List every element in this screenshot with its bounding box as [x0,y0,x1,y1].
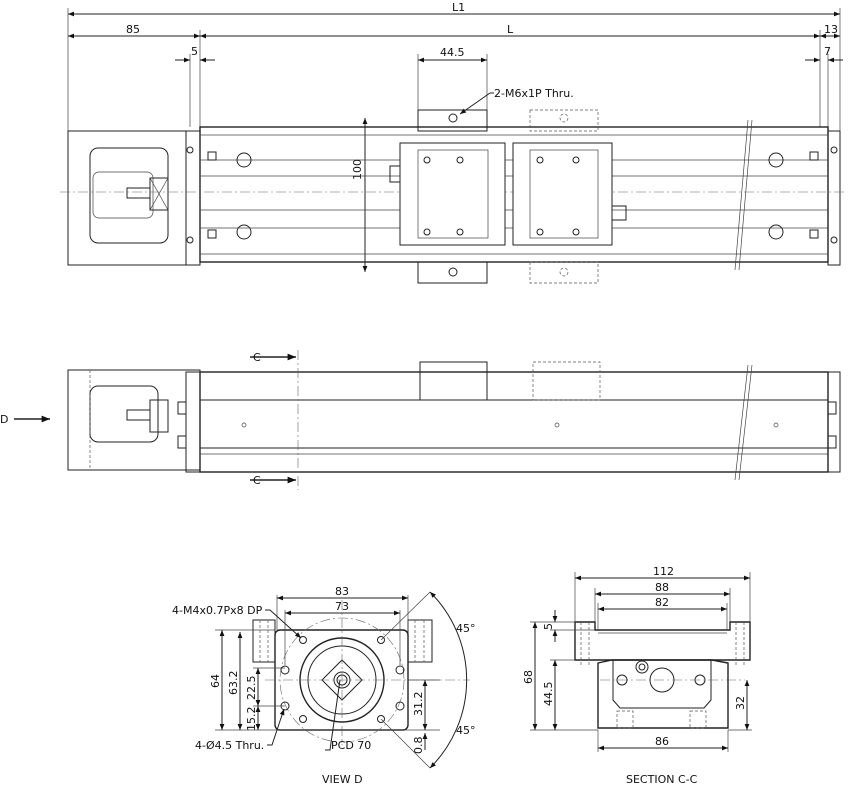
dim-73: 73 [335,600,349,613]
dim-63-2: 63.2 [227,671,240,696]
dim-L1: L1 [452,1,465,14]
section-table [574,621,751,661]
angle-45-bottom: 45° [456,724,476,737]
carriage-1 [399,142,506,246]
carriage-side [419,361,488,401]
callout-m6-thru: 2-M6x1P Thru. [494,87,574,100]
dim-88: 88 [655,581,669,594]
carriage-2 [512,142,613,246]
mount-tab-top [417,109,488,132]
dim-44-5-section: 44.5 [542,682,555,707]
dim-7: 7 [824,45,831,58]
dim-5-section: 5 [542,623,555,630]
view-d: 83 73 64 63.2 22.5 15.2 31.2 0.8 45° 45°… [172,585,476,786]
dim-83: 83 [335,585,349,598]
section-cc-title: SECTION C-C [626,773,698,786]
dim-86: 86 [655,735,669,748]
view-d-title: VIEW D [322,773,363,786]
dim-31-2: 31.2 [412,692,425,717]
view-marker-d: D [0,413,8,426]
dim-112: 112 [653,565,674,578]
rail-side [199,371,829,473]
dim-68: 68 [522,670,535,684]
section-marker-c-bottom: C [253,474,261,487]
dim-13: 13 [824,23,838,36]
dim-85: 85 [126,23,140,36]
dim-5: 5 [191,45,198,58]
dim-0-8: 0.8 [412,737,425,755]
section-c-c: 112 88 82 68 44.5 5 32 86 SECTION C-C [522,565,752,786]
callout-m4-tap: 4-M4x0.7Px8 DP [172,604,263,617]
dim-32: 32 [734,696,747,710]
motor-cover [89,147,169,244]
section-marker-c-top: C [253,351,261,364]
rail-body [199,126,829,263]
dim-L: L [507,23,514,36]
dim-44-5: 44.5 [440,46,465,59]
dim-64: 64 [209,674,222,688]
callout-4-5-thru: 4-Ø4.5 Thru. [195,739,264,752]
coupling-shaft [126,187,151,199]
angle-45-top: 45° [456,622,476,635]
section-rail [597,659,729,729]
dim-100: 100 [351,159,364,180]
dim-15-2: 15.2 [245,707,258,732]
mount-tab-bottom [417,261,488,284]
dim-82: 82 [655,596,669,609]
callout-pcd-70: PCD 70 [331,739,371,752]
dim-22-5: 22.5 [245,676,258,701]
top-view: L1 85 L 13 5 7 44.5 100 2-M6x1P Thru. [60,1,845,284]
side-view: C C D [0,350,841,490]
